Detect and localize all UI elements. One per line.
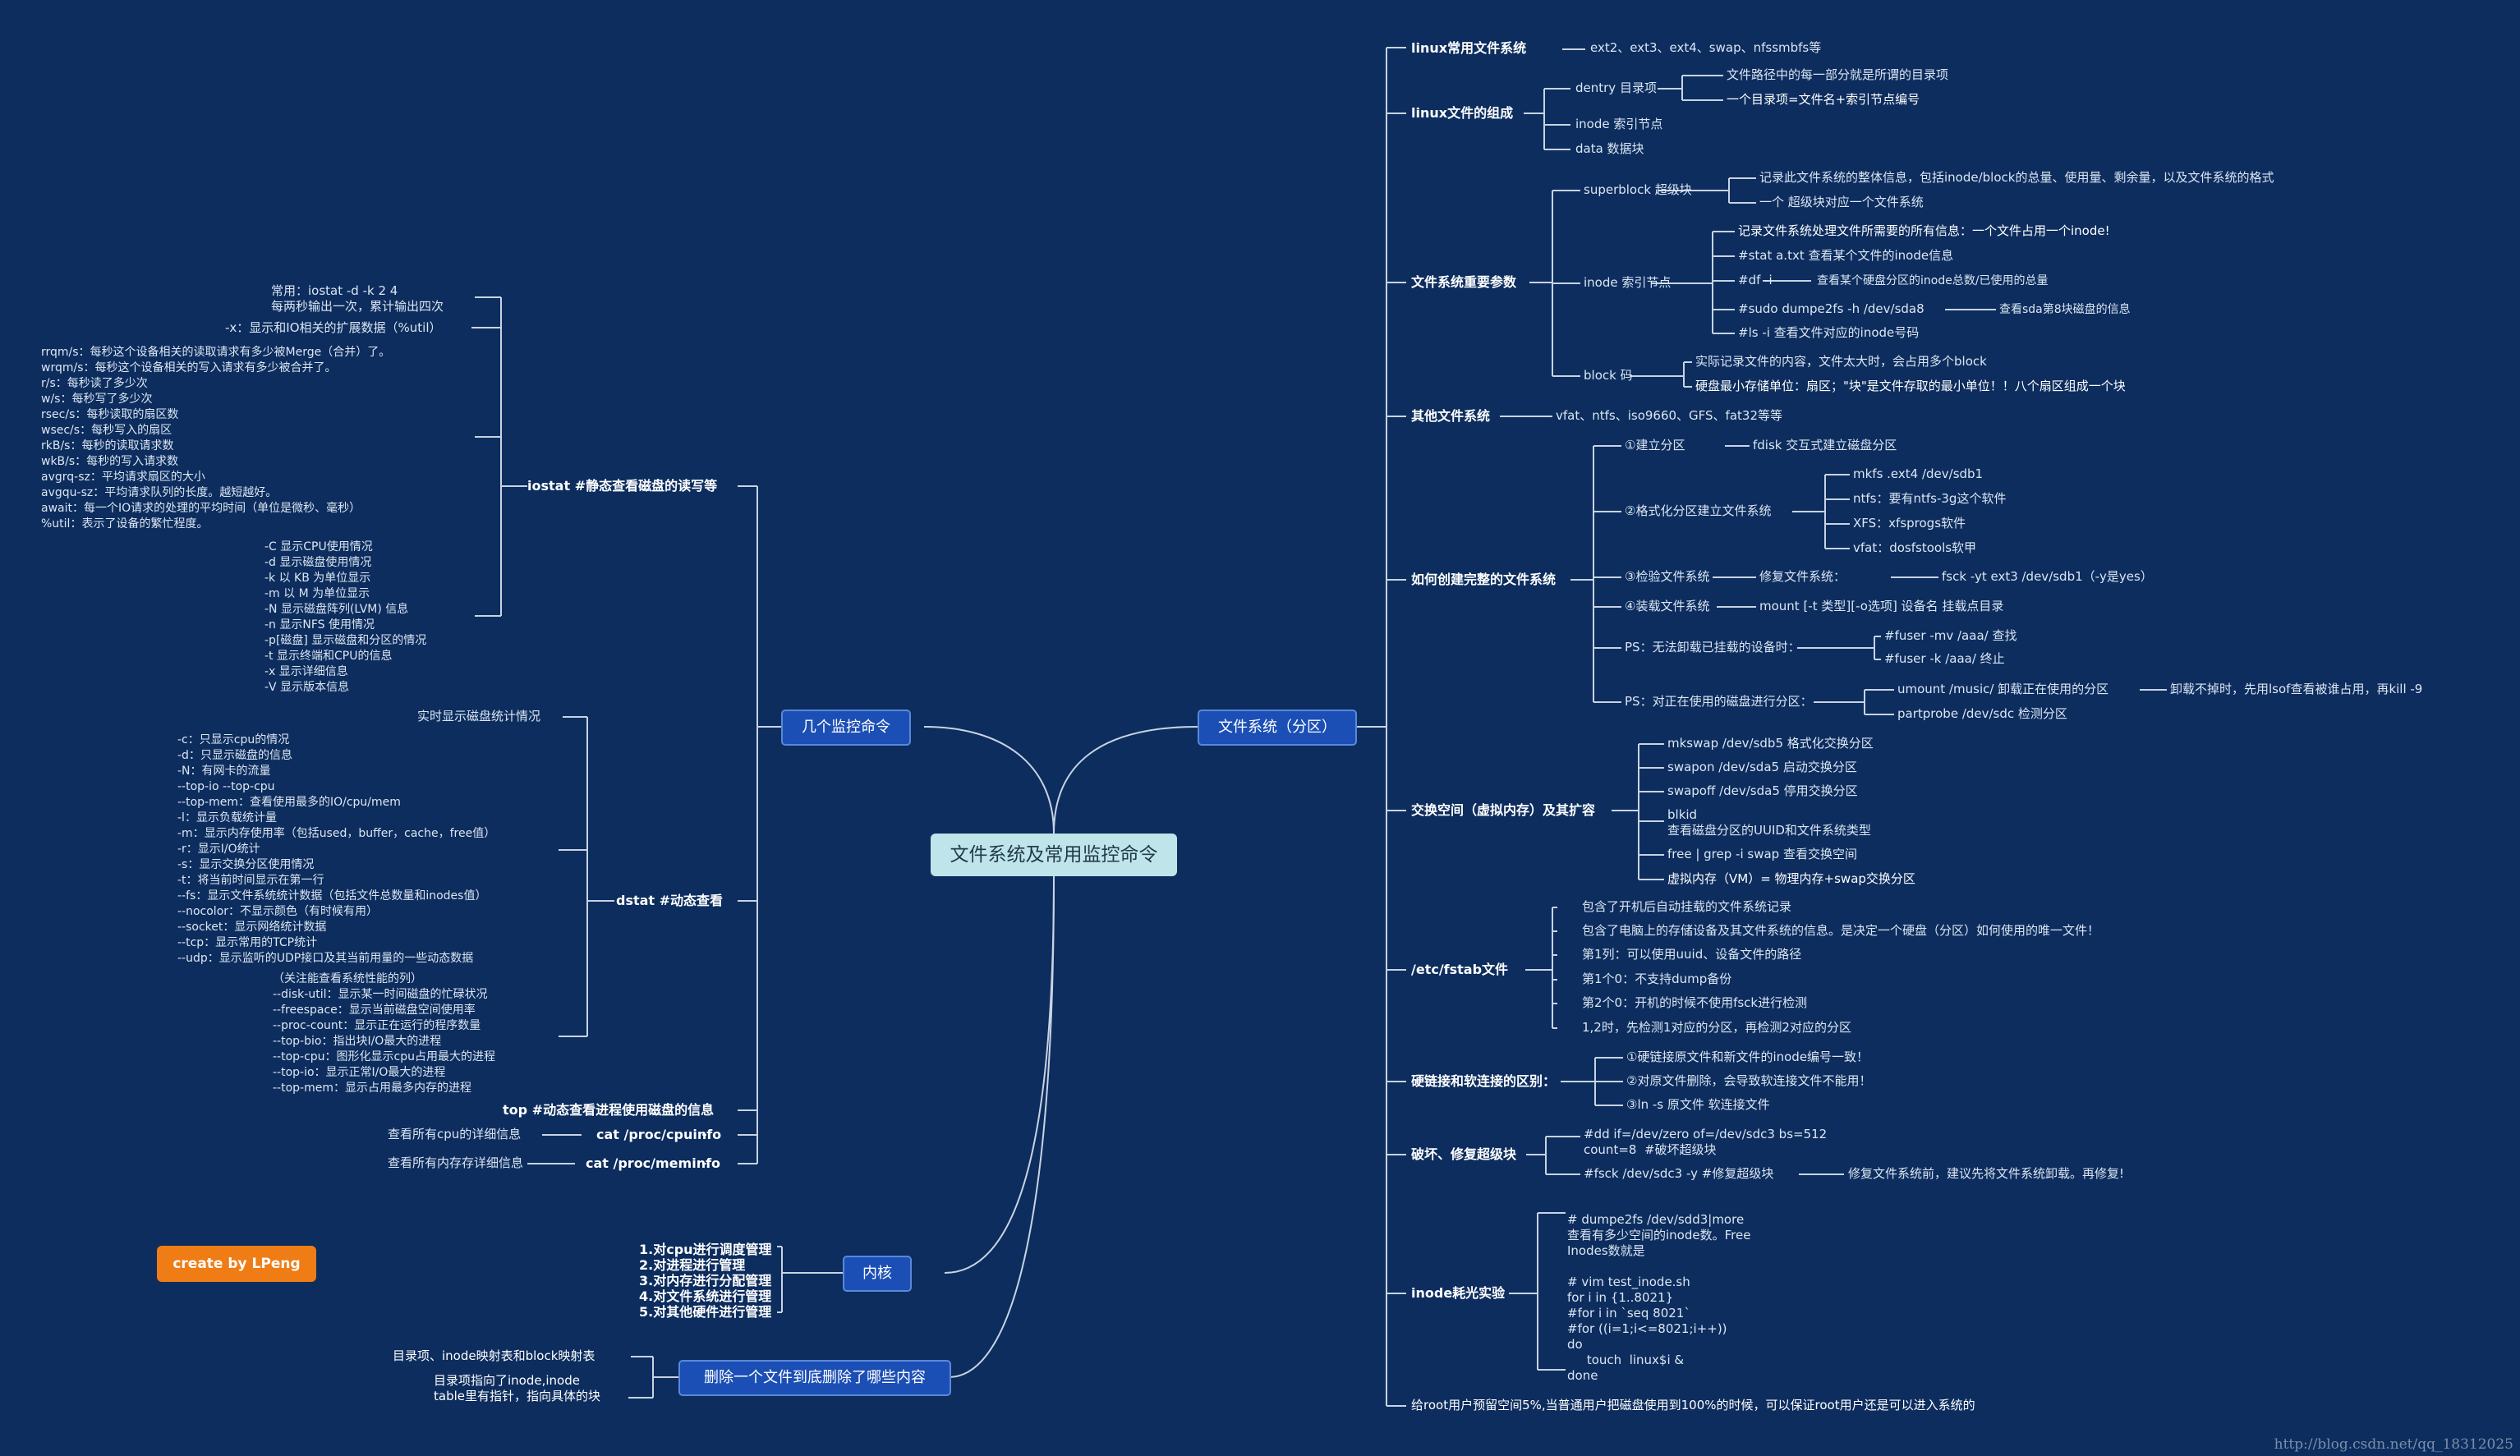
swap-item-6: 虚拟内存（VM）= 物理内存+swap交换分区 (1667, 871, 1915, 886)
inode-desc-c2: 查看某个硬盘分区的inode总数/已使用的总量 (1817, 274, 2049, 287)
fstab-item-4: 第1个0：不支持dump备份 (1582, 971, 1732, 986)
swap-item-5: free | grep -i swap 查看交换空间 (1667, 847, 1857, 861)
inode-desc-d2: 查看sda第8块磁盘的信息 (1999, 303, 2131, 316)
create-step-1[interactable]: ①建立分区 (1625, 438, 1685, 452)
swap-item-1: mkswap /dev/sdb5 格式化交换分区 (1667, 736, 1874, 751)
iostat-options: -C 显示CPU使用情况 -d 显示磁盘使用情况 -k 以 KB 为单位显示 -… (264, 540, 427, 694)
link-item-2: ②对原文件删除，会导致软连接文件不能用！ (1626, 1073, 1872, 1088)
swap-item-3: swapoff /dev/sda5 停用交换分区 (1667, 783, 1858, 798)
create-step-2-b: ntfs：要有ntfs-3g这个软件 (1853, 491, 2007, 506)
central-topic[interactable]: 文件系统及常用监控命令 (931, 834, 1177, 876)
node-common-fs[interactable]: linux常用文件系统 (1411, 40, 1527, 56)
dstat-realtime: 实时显示磁盘统计情况 (417, 709, 541, 723)
create-step-3-a: 修复文件系统： (1759, 569, 1846, 584)
swap-item-4: blkid 查看磁盘分区的UUID和文件系统类型 (1667, 807, 1871, 838)
create-ps-partition[interactable]: PS：对正在使用的磁盘进行分区： (1625, 694, 1813, 709)
iostat-fields: rrqm/s：每秒这个设备相关的读取请求有多少被Merge（合并）了。 wrqm… (41, 346, 391, 530)
node-file-composition[interactable]: linux文件的组成 (1411, 105, 1514, 121)
inode-desc-b: #stat a.txt 查看某个文件的inode信息 (1738, 248, 1954, 263)
create-step-2-a: mkfs .ext4 /dev/sdb1 (1853, 466, 1984, 481)
credit-badge: create by LPeng (157, 1246, 316, 1282)
common-fs-values: ext2、ext3、ext4、swap、nfssmbfs等 (1590, 40, 1822, 55)
delete-item-pointer: 目录项指向了inode,inode table里有指针，指向具体的块 (434, 1373, 600, 1403)
node-cpuinfo[interactable]: cat /proc/cpuinfo (596, 1127, 722, 1142)
node-data[interactable]: data 数据块 (1575, 141, 1644, 156)
node-iostat[interactable]: iostat #静态查看磁盘的读写等 (527, 478, 718, 494)
link-item-3: ③ln -s 原文件 软连接文件 (1626, 1097, 1770, 1112)
delete-item-mapping: 目录项、inode映射表和block映射表 (393, 1348, 596, 1363)
fstab-item-5: 第2个0：开机的时候不使用fsck进行检测 (1582, 995, 1808, 1010)
node-swap[interactable]: 交换空间（虚拟内存）及其扩容 (1411, 802, 1596, 818)
create-step-2[interactable]: ②格式化分区建立文件系统 (1625, 503, 1772, 518)
inode-desc-d: #sudo dumpe2fs -h /dev/sda8 (1738, 301, 1924, 316)
node-superblock-repair[interactable]: 破坏、修复超级块 (1411, 1146, 1517, 1162)
topic-kernel[interactable]: 内核 (843, 1256, 912, 1292)
superblock-desc-b: 一个 超级块对应一个文件系统 (1759, 195, 1924, 209)
node-inode[interactable]: inode 索引节点 (1575, 117, 1663, 131)
dentry-desc-a: 文件路径中的每一部分就是所谓的目录项 (1727, 67, 1949, 82)
create-ps-unmount-a: #fuser -mv /aaa/ 查找 (1884, 628, 2017, 643)
block-desc-b: 硬盘最小存储单位：扇区；"块"是文件存取的最小单位！！八个扇区组成一个块 (1695, 379, 2126, 393)
iostat-usage: 常用：iostat -d -k 2 4 每两秒输出一次，累计输出四次 (271, 283, 444, 314)
create-ps-partition-a2: 卸载不掉时，先用lsof查看被谁占用，再kill -9 (2170, 682, 2423, 696)
link-item-1: ①硬链接原文件和新文件的inode编号一致！ (1626, 1050, 1869, 1064)
node-links[interactable]: 硬链接和软连接的区别： (1411, 1073, 1557, 1089)
node-root-reserve[interactable]: 给root用户预留空间5%,当普通用户把磁盘使用到100%的时候，可以保证roo… (1411, 1398, 1975, 1412)
iostat-x-option: -x：显示和IO相关的扩展数据（%util） (225, 320, 442, 335)
dstat-performance-columns: （关注能查看系统性能的列） --disk-util：显示某一时间磁盘的忙碌状况 … (273, 972, 496, 1095)
inode-desc-e: #ls -i 查看文件对应的inode号码 (1738, 325, 1920, 340)
inode-exhaust-script: # dumpe2fs /dev/sdd3|more 查看有多少空间的inode数… (1567, 1212, 1751, 1383)
create-step-3[interactable]: ③检验文件系统 (1625, 569, 1710, 584)
node-superblock[interactable]: superblock 超级块 (1584, 182, 1692, 197)
create-ps-partition-b: partprobe /dev/sdc 检测分区 (1897, 706, 2067, 721)
node-dstat[interactable]: dstat #动态查看 (616, 893, 724, 908)
create-step-2-d: vfat：dosfstools软甲 (1853, 540, 1977, 555)
node-block[interactable]: block 码 (1584, 368, 1633, 383)
create-step-3-b: fsck -yt ext3 /dev/sdb1（-y是yes） (1942, 569, 2153, 584)
create-step-4-a: mount [-t 类型][-o选项] 设备名 挂载点目录 (1759, 599, 2004, 613)
cpuinfo-desc: 查看所有cpu的详细信息 (388, 1127, 522, 1141)
repair-item-1: #dd if=/dev/zero of=/dev/sdc3 bs=512 cou… (1584, 1127, 1828, 1157)
node-dentry[interactable]: dentry 目录项 (1575, 80, 1657, 95)
node-fs-params[interactable]: 文件系统重要参数 (1411, 274, 1517, 290)
create-step-2-c: XFS：xfsprogs软件 (1853, 516, 1966, 530)
node-top[interactable]: top #动态查看进程使用磁盘的信息 (503, 1102, 715, 1118)
create-ps-unmount-b: #fuser -k /aaa/ 终止 (1884, 651, 2005, 666)
fstab-item-3: 第1列：可以使用uuid、设备文件的路径 (1582, 947, 1802, 962)
topic-filesystem[interactable]: 文件系统（分区） (1198, 710, 1357, 746)
swap-item-2: swapon /dev/sda5 启动交换分区 (1667, 760, 1857, 774)
fstab-item-1: 包含了开机后自动挂载的文件系统记录 (1582, 899, 1792, 914)
node-meminfo[interactable]: cat /proc/meminfo (586, 1155, 721, 1171)
superblock-desc-a: 记录此文件系统的整体信息，包括inode/block的总量、使用量、剩余量，以及… (1759, 170, 2274, 185)
node-inode-param[interactable]: inode 索引节点 (1584, 275, 1672, 290)
kernel-items: 1.对cpu进行调度管理 2.对进程进行管理 3.对内存进行分配管理 4.对文件… (639, 1242, 772, 1320)
dstat-options: -c：只显示cpu的情况 -d：只显示磁盘的信息 -N：有网卡的流量 --top… (177, 733, 496, 965)
node-fstab[interactable]: /etc/fstab文件 (1411, 962, 1509, 977)
create-ps-partition-a: umount /music/ 卸载正在使用的分区 (1897, 682, 2109, 696)
inode-desc-a: 记录文件系统处理文件所需要的所有信息：一个文件占用一个inode! (1738, 223, 2110, 238)
other-fs-values: vfat、ntfs、iso9660、GFS、fat32等等 (1556, 408, 1782, 423)
meminfo-desc: 查看所有内存存详细信息 (388, 1155, 524, 1170)
fstab-item-6: 1,2时，先检测1对应的分区，再检测2对应的分区 (1582, 1020, 1851, 1035)
block-desc-a: 实际记录文件的内容，文件太大时，会占用多个block (1695, 354, 1987, 369)
inode-desc-c: #df -i (1738, 273, 1773, 287)
fstab-item-2: 包含了电脑上的存储设备及其文件系统的信息。是决定一个硬盘（分区）如何使用的唯一文… (1582, 923, 2100, 938)
node-create-fs[interactable]: 如何创建完整的文件系统 (1411, 572, 1557, 587)
watermark: http://blog.csdn.net/qq_18312025 (2274, 1436, 2513, 1453)
repair-item-2: #fsck /dev/sdc3 -y #修复超级块 (1584, 1166, 1774, 1181)
create-step-1-detail: fdisk 交互式建立磁盘分区 (1753, 438, 1897, 452)
create-step-4[interactable]: ④装载文件系统 (1625, 599, 1710, 613)
create-ps-unmount[interactable]: PS：无法卸载已挂载的设备时： (1625, 640, 1800, 655)
topic-monitor-commands[interactable]: 几个监控命令 (781, 710, 911, 746)
repair-item-3: 修复文件系统前，建议先将文件系统卸载。再修复! (1848, 1166, 2125, 1181)
node-other-fs[interactable]: 其他文件系统 (1411, 408, 1491, 424)
dentry-desc-b: 一个目录项=文件名+索引节点编号 (1727, 92, 1920, 107)
topic-delete-file[interactable]: 删除一个文件到底删除了哪些内容 (678, 1360, 951, 1396)
node-inode-exhaust[interactable]: inode耗光实验 (1411, 1285, 1506, 1301)
